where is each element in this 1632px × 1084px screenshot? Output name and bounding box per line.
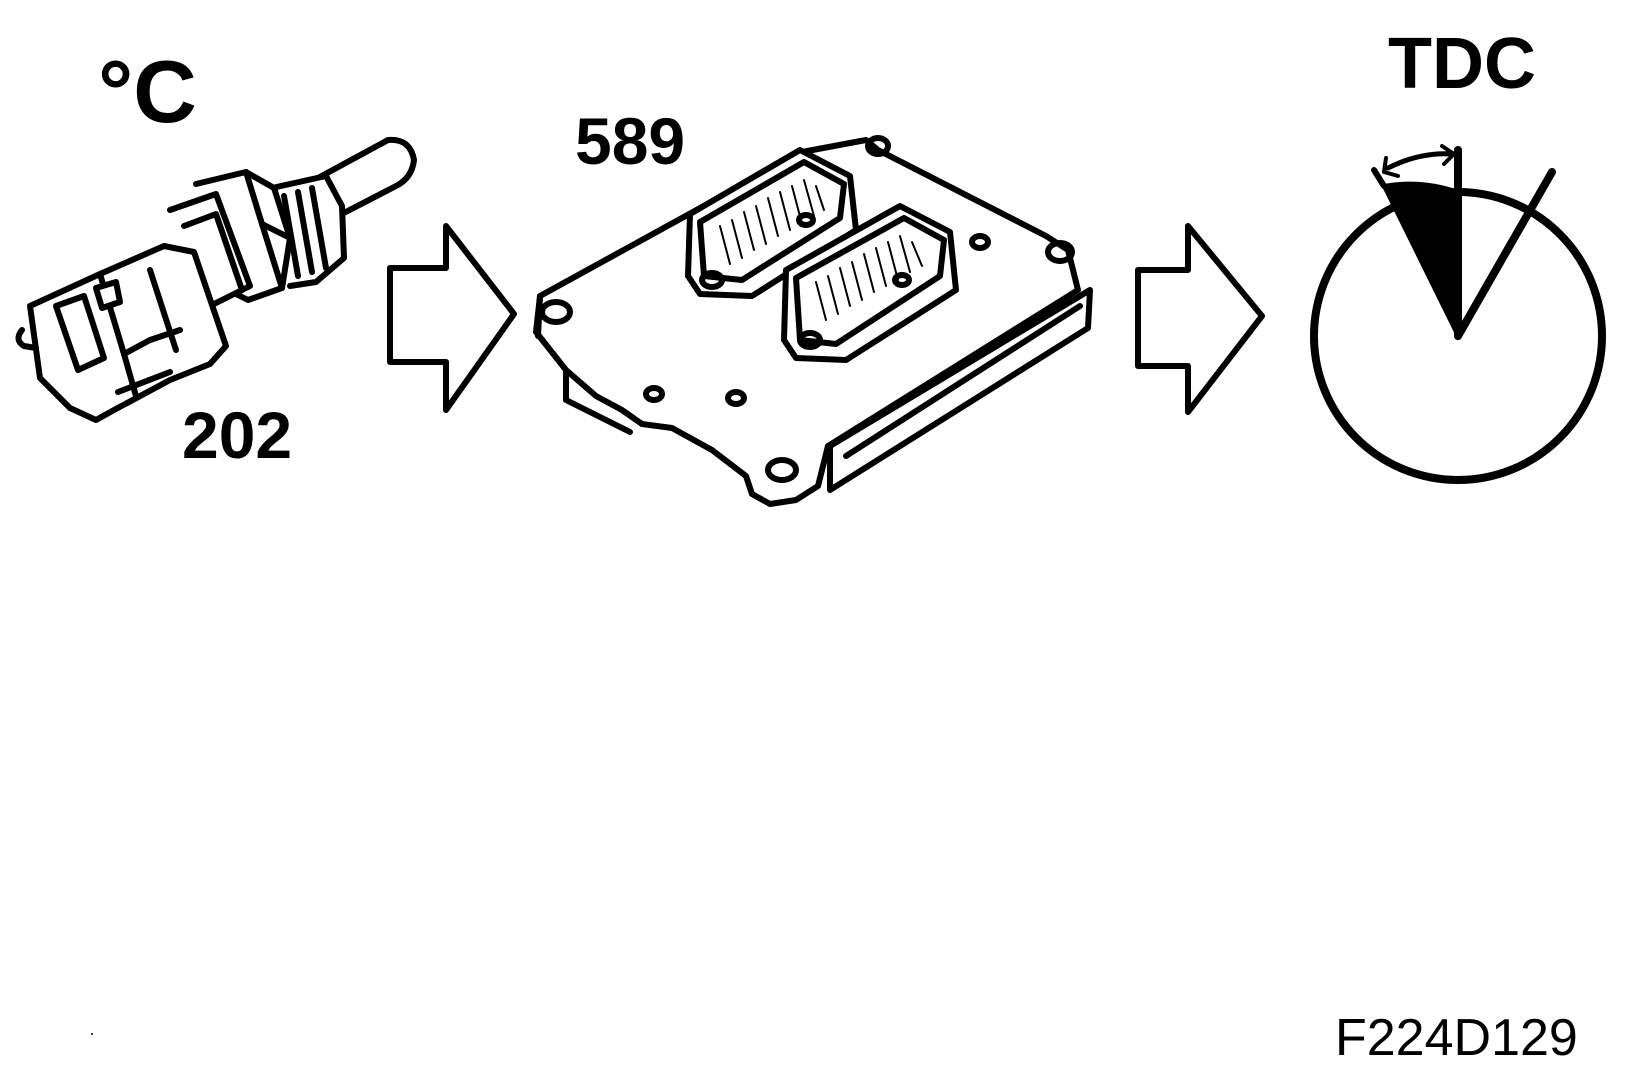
- sensor-reference-label: 202: [182, 398, 293, 472]
- tdc-label: TDC: [1388, 24, 1536, 104]
- ecu-control-unit-icon: [533, 135, 1093, 507]
- figure-code-label: F224D129: [1335, 1009, 1578, 1067]
- tdc-angle-dial-icon: [1310, 144, 1606, 484]
- scan-speck: [91, 1033, 93, 1035]
- temperature-sensor-icon: [15, 136, 417, 423]
- ecu-reference-label: 589: [575, 104, 686, 178]
- arrow-right-icon: [387, 223, 517, 413]
- temperature-unit-label: °C: [98, 42, 197, 141]
- arrow-right-icon: [1135, 223, 1265, 415]
